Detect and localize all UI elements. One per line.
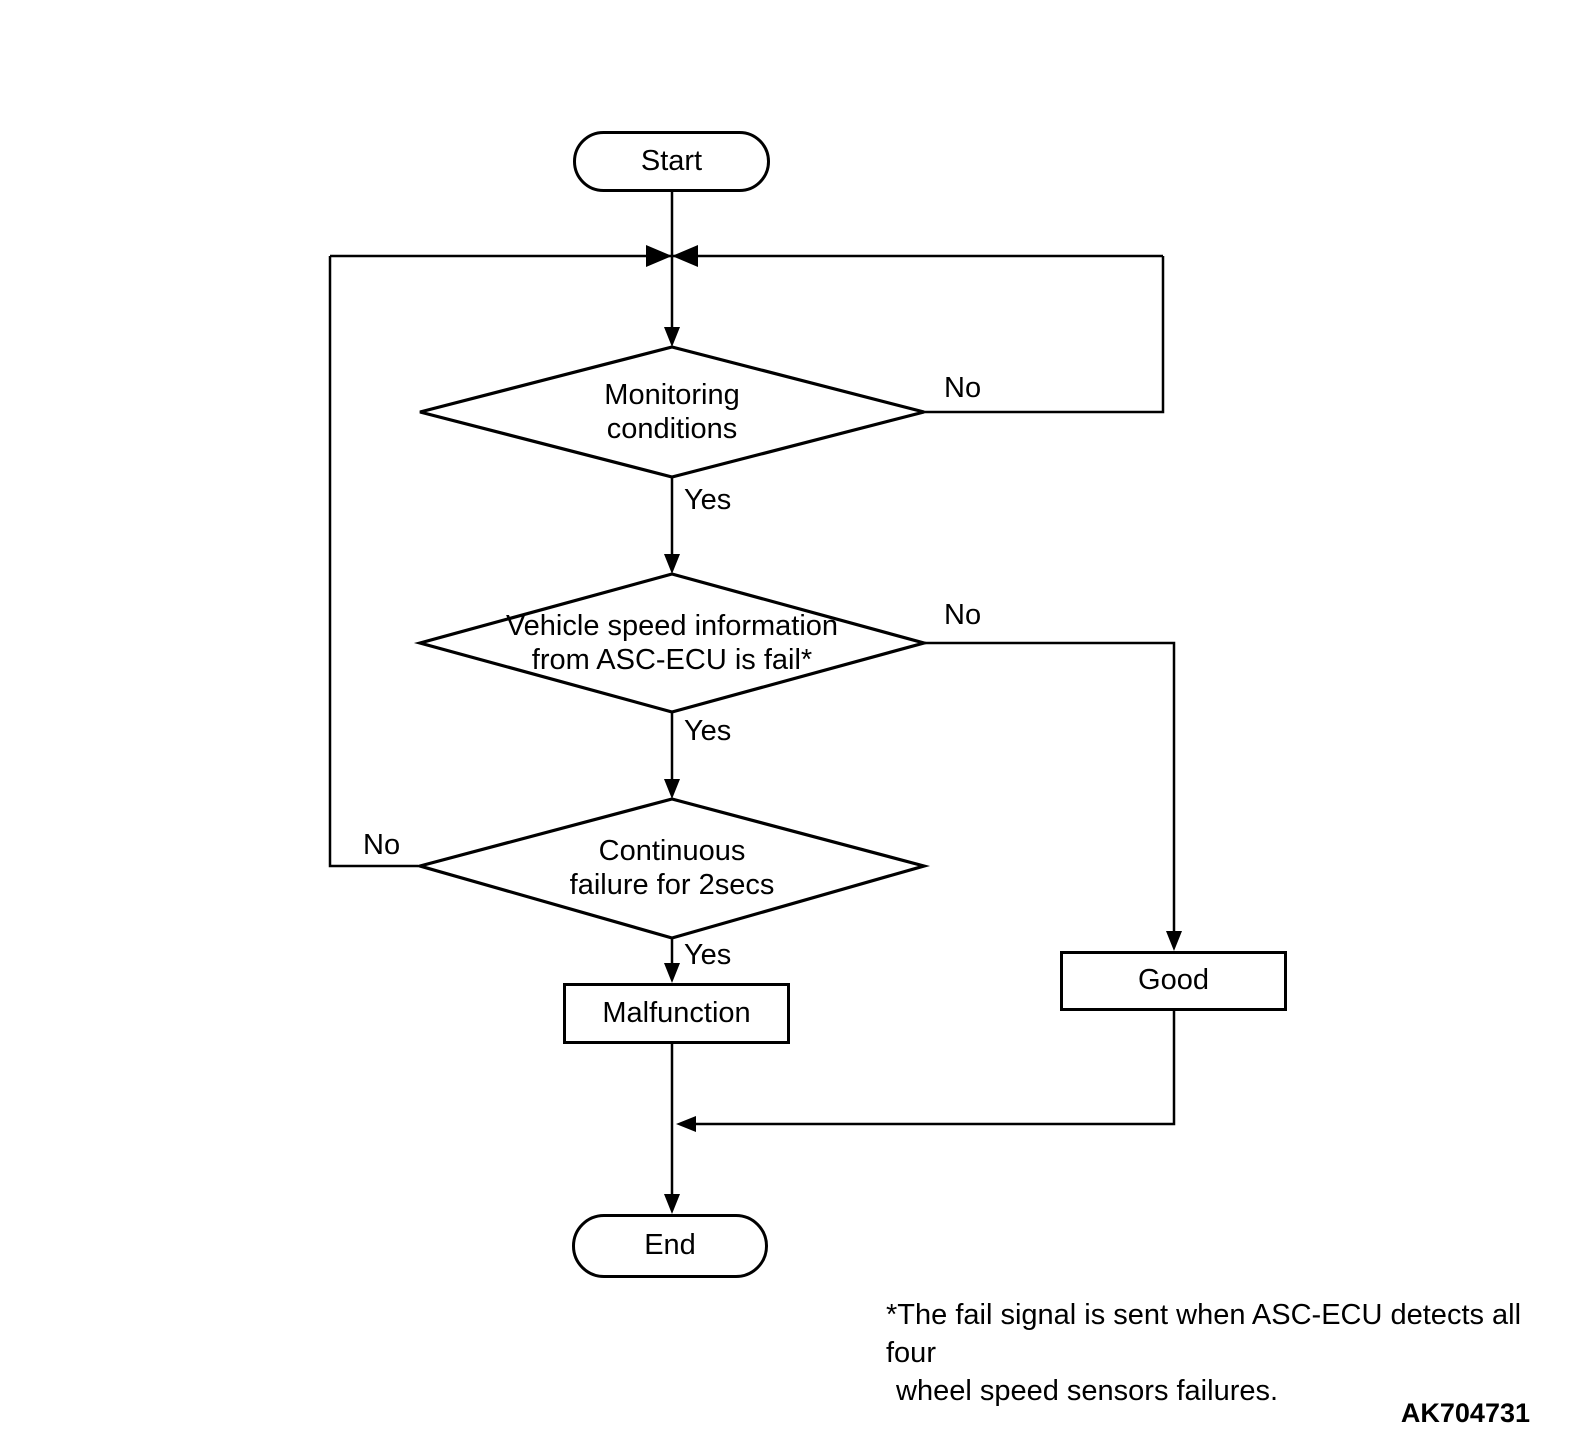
edge-vehicle-speed-no-to-good <box>924 641 1176 938</box>
footnote-line2: wheel speed sensors failures. <box>896 1375 1279 1407</box>
decision-vehicle-speed-label: Vehicle speed information from ASC-ECU i… <box>472 608 872 678</box>
figure-code: AK704731 <box>1400 1398 1530 1428</box>
end-node: End <box>572 1214 768 1278</box>
decision-vehicle-speed-line2: from ASC-ECU is fail* <box>531 644 813 676</box>
label-continuous-failure-yes: Yes <box>684 939 732 971</box>
arrowhead-into-malfunction-icon <box>664 963 680 983</box>
edge-monitoring-no-loopback <box>924 256 1165 414</box>
end-label: End <box>644 1229 696 1262</box>
arrowhead-into-continuous-failure-icon <box>664 779 680 799</box>
label-continuous-failure-no: No <box>363 829 401 861</box>
decision-monitoring-line1: Monitoring <box>604 379 740 411</box>
start-node: Start <box>573 131 770 192</box>
arrowhead-good-merge-icon <box>676 1116 696 1132</box>
decision-monitoring-line2: conditions <box>606 413 738 445</box>
label-vehicle-speed-yes: Yes <box>684 715 732 747</box>
decision-vehicle-speed-line1: Vehicle speed information <box>505 610 839 642</box>
merge-junction-left-arrow-icon <box>672 245 698 267</box>
label-monitoring-yes: Yes <box>684 484 732 516</box>
label-vehicle-speed-no: No <box>944 599 982 631</box>
good-node: Good <box>1060 951 1287 1011</box>
arrowhead-into-good-icon <box>1166 931 1182 951</box>
footnote-line1: *The fail signal is sent when ASC-ECU de… <box>886 1299 1522 1369</box>
good-label: Good <box>1138 964 1209 997</box>
decision-continuous-failure-label: Continuous failure for 2secs <box>472 833 872 903</box>
label-monitoring-no: No <box>944 372 982 404</box>
decision-continuous-failure-diamond <box>413 797 931 940</box>
arrowhead-into-vehicle-speed-icon <box>664 554 680 574</box>
edge-good-merge-to-end-line <box>694 1011 1176 1126</box>
footnote: *The fail signal is sent when ASC-ECU de… <box>886 1296 1572 1410</box>
decision-continuous-failure-line2: failure for 2secs <box>569 869 775 901</box>
arrowhead-into-end-icon <box>664 1194 680 1214</box>
decision-monitoring-diamond <box>419 345 925 479</box>
decision-vehicle-speed-diamond <box>413 572 931 714</box>
decision-monitoring-label: Monitoring conditions <box>472 377 872 447</box>
edge-continuous-no-loopback <box>328 256 418 868</box>
merge-junction-right-arrow-icon <box>646 245 672 267</box>
malfunction-node: Malfunction <box>563 983 790 1044</box>
arrowhead-into-monitoring-icon <box>664 327 680 347</box>
malfunction-label: Malfunction <box>602 996 751 1029</box>
decision-continuous-failure-line1: Continuous <box>598 835 746 867</box>
start-label: Start <box>640 144 703 177</box>
